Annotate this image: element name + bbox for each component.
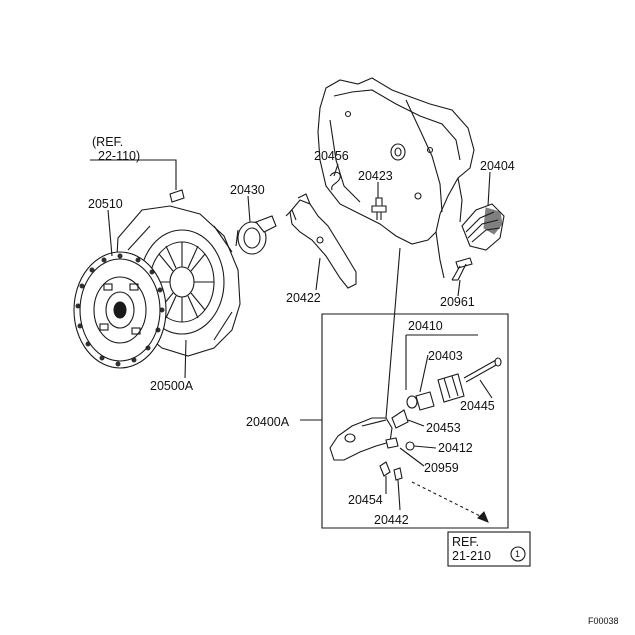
ref-box-21-210 xyxy=(447,531,531,567)
part-label-20961: 20961 xyxy=(440,295,475,309)
bolt-20423 xyxy=(371,197,387,220)
boot-20404 xyxy=(461,203,505,251)
part-label-20422: 20422 xyxy=(286,291,321,305)
transmission-housing xyxy=(317,77,475,279)
part-label-20403: 20403 xyxy=(428,349,463,363)
part-labels: (REF. 22-110) 20510 20500A 20430 20456 2… xyxy=(88,135,619,626)
part-label-20430: 20430 xyxy=(230,183,265,197)
part-label-20959: 20959 xyxy=(424,461,459,475)
ref-circled-number: 1 xyxy=(515,549,520,559)
bolt-20961 xyxy=(451,257,473,281)
part-label-20510: 20510 xyxy=(88,197,123,211)
clutch-disc-20510 xyxy=(73,251,167,369)
part-label-20404: 20404 xyxy=(480,159,515,173)
ref-arrow xyxy=(411,481,489,523)
figure-code: F00038 xyxy=(588,616,619,626)
release-fork-20422 xyxy=(285,193,357,289)
part-label-20445: 20445 xyxy=(460,399,495,413)
part-label-20500A: 20500A xyxy=(150,379,194,393)
leader-lines-upper xyxy=(90,159,491,419)
part-label-20456: 20456 xyxy=(314,149,349,163)
ref-21-210-line1: REF. xyxy=(452,535,479,549)
part-label-20423: 20423 xyxy=(358,169,393,183)
part-label-20453: 20453 xyxy=(426,421,461,435)
ref-22-110-line1: (REF. xyxy=(92,135,123,149)
release-bearing-20430 xyxy=(235,215,277,255)
clip-20456 xyxy=(329,171,341,191)
part-label-20454: 20454 xyxy=(348,493,383,507)
dowel-pin xyxy=(169,189,185,203)
part-label-20410: 20410 xyxy=(408,319,443,333)
slave-cylinder-inset xyxy=(300,313,509,529)
ref-21-210-line2: 21-210 xyxy=(452,549,491,563)
part-label-20400A: 20400A xyxy=(246,415,290,429)
ref-22-110-line2: 22-110) xyxy=(98,149,140,163)
part-label-20412: 20412 xyxy=(438,441,473,455)
part-label-20442: 20442 xyxy=(374,513,409,527)
